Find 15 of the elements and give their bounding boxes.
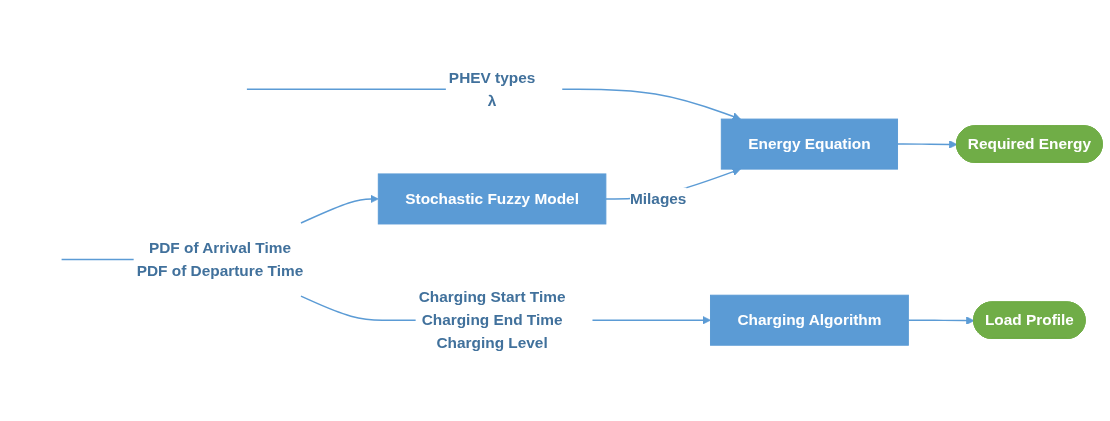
- edge-label: Milages: [629, 190, 687, 207]
- arrow: [300, 194, 379, 224]
- arrow: [591, 316, 711, 325]
- arrow: [907, 316, 975, 325]
- node-text: PHEV types λ: [448, 69, 536, 109]
- connector: [60, 258, 135, 261]
- node-text: PDF of Arrival Time PDF of Departure Time: [136, 239, 304, 279]
- node-box: Charging Algorithm: [710, 294, 909, 346]
- node-box: Stochastic Fuzzy Model: [377, 173, 607, 225]
- connector: [300, 295, 417, 321]
- node-box: Energy Equation: [720, 118, 898, 170]
- node-text: Charging Start Time Charging End Time Charging Level: [418, 288, 566, 352]
- arrow: [896, 140, 958, 149]
- arrow: [561, 88, 741, 121]
- connector: [246, 88, 447, 90]
